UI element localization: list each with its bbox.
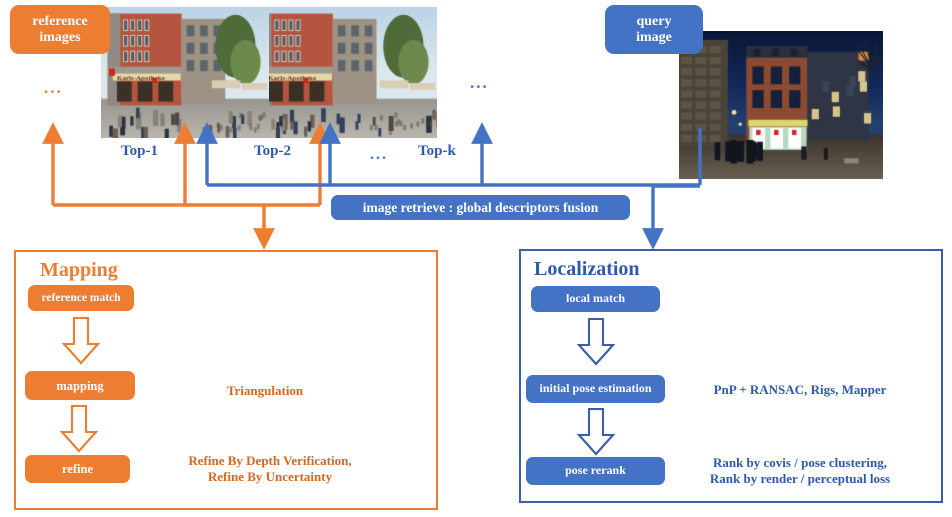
localization-step-initial-pose[interactable]: initial pose estimation <box>526 375 665 403</box>
reference-ellipsis-right: ... <box>470 73 489 92</box>
localization-step-initial-pose-label: initial pose estimation <box>539 381 652 396</box>
mapping-step-refine[interactable]: refine <box>25 455 130 483</box>
reference-image-2 <box>269 7 437 138</box>
query-image-label: query image <box>605 5 703 54</box>
localization-step-local-match-label: local match <box>566 291 625 306</box>
mapping-block-arrow-1 <box>61 316 101 365</box>
rank-label-top-2: Top-2 <box>254 143 291 159</box>
localization-note-rerank: Rank by covis / pose clustering, Rank by… <box>709 455 891 487</box>
rank-label-top-1: Top-1 <box>121 143 158 159</box>
localization-step-local-match[interactable]: local match <box>531 286 660 312</box>
mapping-note-refine: Refine By Depth Verification, Refine By … <box>188 453 352 485</box>
mapping-step-mapping-label: mapping <box>56 378 104 393</box>
reference-images-label: reference images <box>10 5 110 54</box>
localization-note-pnp: PnP + RANSAC, Rigs, Mapper <box>713 382 887 397</box>
rank-ellipsis: ... <box>370 146 388 163</box>
localization-step-pose-rerank-label: pose rerank <box>565 463 626 478</box>
reference-image-1 <box>101 7 269 138</box>
localization-block-arrow-2 <box>576 407 616 456</box>
localization-block-arrow-1 <box>576 317 616 366</box>
mapping-step-mapping[interactable]: mapping <box>25 371 135 400</box>
mapping-step-reference-match[interactable]: reference match <box>28 285 134 311</box>
query-image <box>679 31 883 179</box>
reference-images-text: reference images <box>32 13 88 45</box>
reference-ellipsis-left: ... <box>44 78 63 97</box>
rank-label-top-k: Top-k <box>418 143 456 159</box>
mapping-step-refine-label: refine <box>61 462 93 476</box>
query-image-text: query image <box>636 13 672 45</box>
mapping-note-triangulation: Triangulation <box>226 383 304 398</box>
mapping-block-arrow-2 <box>59 404 99 453</box>
image-retrieve-label: image retrieve : global descriptors fusi… <box>331 195 630 220</box>
image-retrieve-text: image retrieve : global descriptors fusi… <box>362 199 599 215</box>
mapping-panel-title: Mapping <box>40 259 118 281</box>
localization-step-pose-rerank[interactable]: pose rerank <box>526 457 665 485</box>
localization-panel-title: Localization <box>534 258 640 280</box>
mapping-step-reference-match-label: reference match <box>41 291 121 304</box>
